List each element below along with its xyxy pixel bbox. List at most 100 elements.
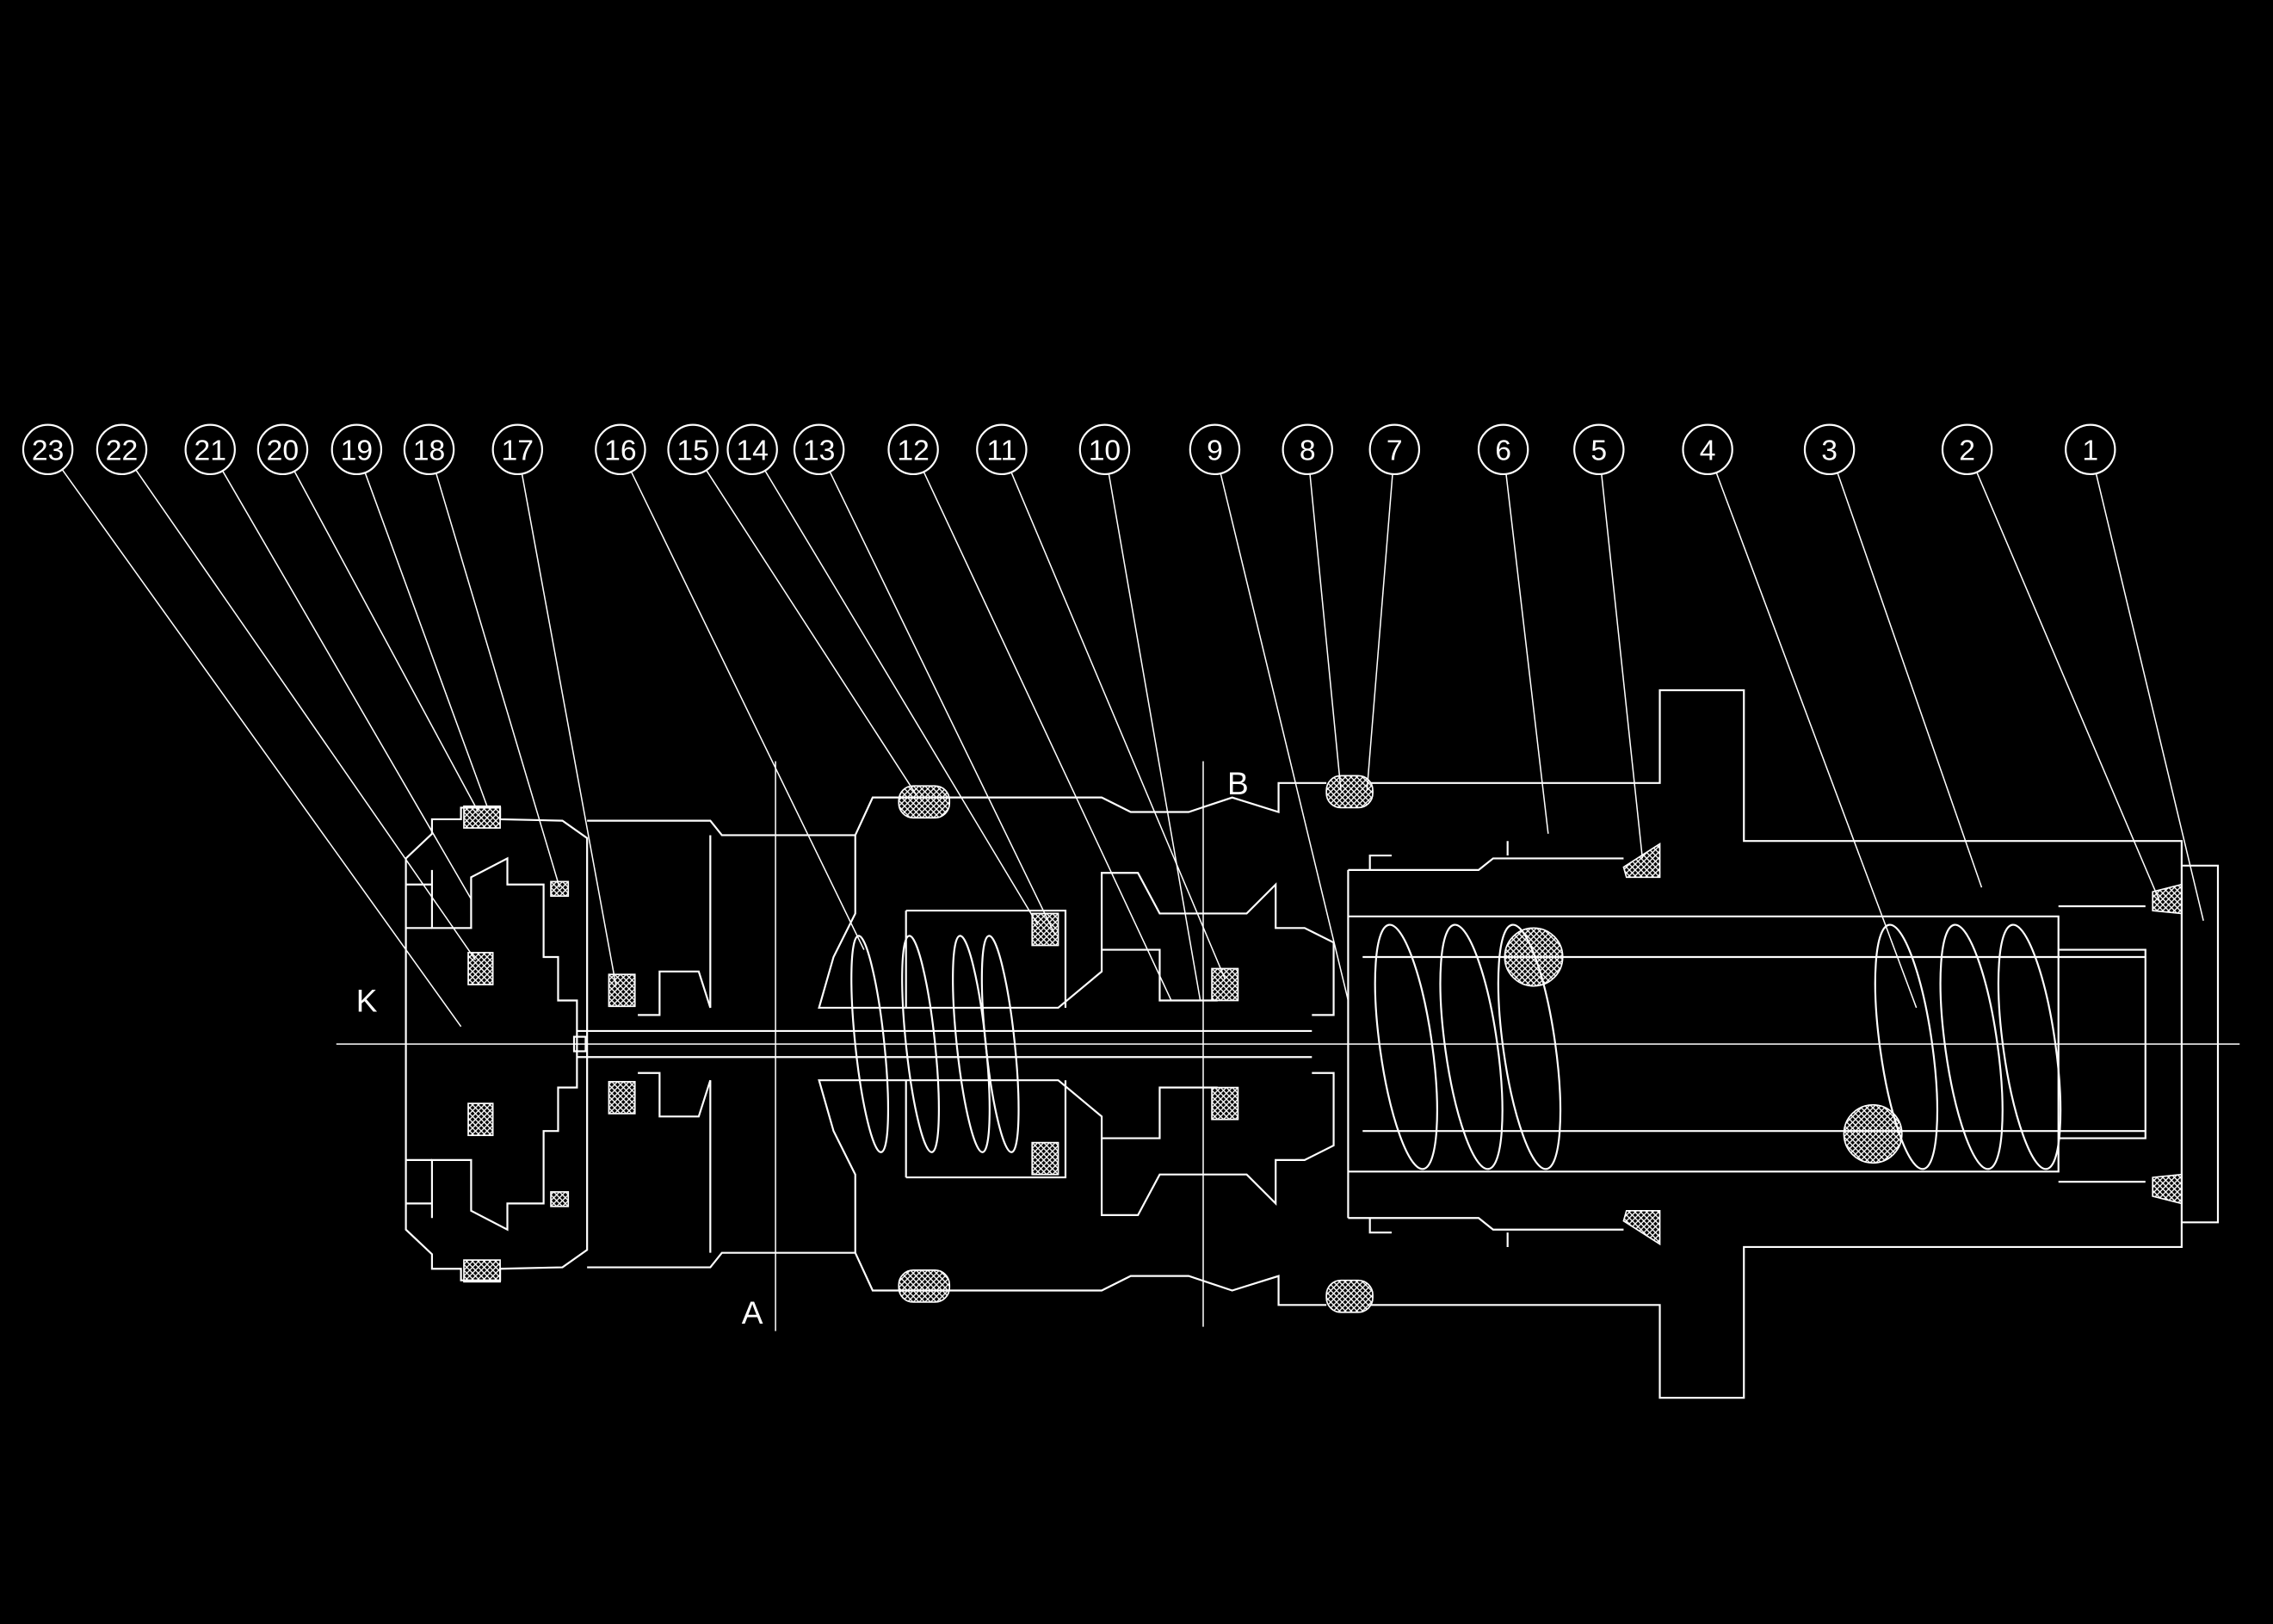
callout-number: 7 [1387, 435, 1403, 466]
callout-circle [491, 423, 544, 476]
callout-3: 3 [1803, 423, 1983, 888]
leader-line [1837, 472, 1983, 888]
port-label-a: A [742, 1294, 763, 1331]
leader-line [764, 470, 1039, 926]
leader-line [706, 469, 917, 795]
callout-7: 7 [1366, 423, 1421, 791]
callout-number: 13 [803, 435, 835, 466]
leader-line [221, 470, 473, 899]
callout-10: 10 [1078, 423, 1201, 1001]
callout-circle [1682, 423, 1733, 476]
callout-number: 1 [2082, 435, 2098, 466]
callout-8: 8 [1282, 423, 1342, 791]
callout-number: 20 [267, 435, 299, 466]
callout-circle [96, 423, 148, 476]
leader-line [829, 471, 1056, 936]
callout-circle [1803, 423, 1856, 476]
callout-number: 21 [194, 435, 225, 466]
main-spring [1374, 923, 1564, 1170]
callout-number: 3 [1821, 435, 1838, 466]
callout-number: 23 [32, 435, 64, 466]
callout-13: 13 [793, 423, 1056, 936]
leader-line [1715, 472, 1918, 1009]
leader-line [435, 472, 560, 888]
callout-21: 21 [184, 423, 473, 899]
callout-circle [1189, 423, 1241, 476]
leader-line [923, 471, 1172, 1001]
callout-number: 11 [986, 435, 1016, 466]
callout-circle [22, 423, 74, 476]
callout-15: 15 [667, 423, 917, 795]
callout-14: 14 [726, 423, 1039, 926]
leader-line [61, 469, 462, 1028]
callout-number: 6 [1495, 435, 1511, 466]
leader-line [1976, 472, 2161, 903]
port-label-k: K [356, 983, 378, 1019]
callout-circle [330, 423, 383, 476]
leader-line [1220, 472, 1350, 1001]
housing-upper-half [405, 689, 2220, 1045]
callout-number: 2 [1959, 435, 1975, 466]
callout-number: 4 [1700, 435, 1716, 466]
callout-circle [793, 423, 845, 476]
callout-number: 19 [341, 435, 373, 466]
port-label-b: B [1227, 765, 1249, 801]
callout-17: 17 [491, 423, 617, 986]
callout-number: 10 [1089, 435, 1121, 466]
leader-line [1505, 473, 1549, 834]
callout-11: 11 [976, 423, 1226, 979]
callout-number: 22 [106, 435, 138, 466]
callout-circle [1368, 423, 1421, 476]
callout-18: 18 [403, 423, 560, 888]
callout-23: 23 [22, 423, 462, 1028]
leader-line [1366, 473, 1393, 791]
leader-line [521, 473, 617, 986]
callout-circle [2065, 423, 2116, 476]
callout-circle [726, 423, 778, 476]
spool-shaft [572, 1029, 1313, 1059]
leader-line [630, 471, 865, 950]
callout-circle [1573, 423, 1625, 476]
callout-circle [256, 423, 309, 476]
callout-9: 9 [1189, 423, 1350, 1001]
leader-line [2095, 472, 2204, 922]
callout-19: 19 [330, 423, 488, 807]
leader-line [1108, 473, 1201, 1001]
callout-number: 5 [1590, 435, 1607, 466]
callout-circle [1477, 423, 1529, 476]
leader-line [1601, 473, 1644, 859]
callout-6: 6 [1477, 423, 1549, 834]
callout-20: 20 [256, 423, 479, 812]
callout-16: 16 [595, 423, 865, 950]
callout-circle [1078, 423, 1131, 476]
callout-number: 18 [413, 435, 445, 466]
leader-line [1309, 473, 1342, 791]
callout-1: 1 [2065, 423, 2204, 922]
callout-circle [1282, 423, 1333, 476]
callout-number: 17 [502, 435, 534, 466]
callout-number: 15 [676, 435, 708, 466]
leader-line [135, 469, 477, 960]
leader-line [293, 471, 479, 812]
callout-circle [403, 423, 455, 476]
return-spring [1843, 923, 2062, 1170]
callout-12: 12 [887, 423, 1172, 1001]
callout-number: 8 [1300, 435, 1316, 466]
leader-line [1010, 472, 1226, 979]
callout-circle [184, 423, 236, 476]
spool-spring [850, 935, 1020, 1153]
callout-circle [976, 423, 1028, 476]
leader-line [364, 472, 488, 807]
callout-number: 14 [736, 435, 768, 466]
callout-5: 5 [1573, 423, 1644, 859]
callout-2: 2 [1941, 423, 2161, 903]
callout-circle [595, 423, 646, 476]
callout-number: 16 [604, 435, 636, 466]
callout-4: 4 [1682, 423, 1918, 1009]
callout-circle [1941, 423, 1993, 476]
callout-circle [887, 423, 939, 476]
callout-circle [667, 423, 719, 476]
callout-number: 12 [897, 435, 929, 466]
